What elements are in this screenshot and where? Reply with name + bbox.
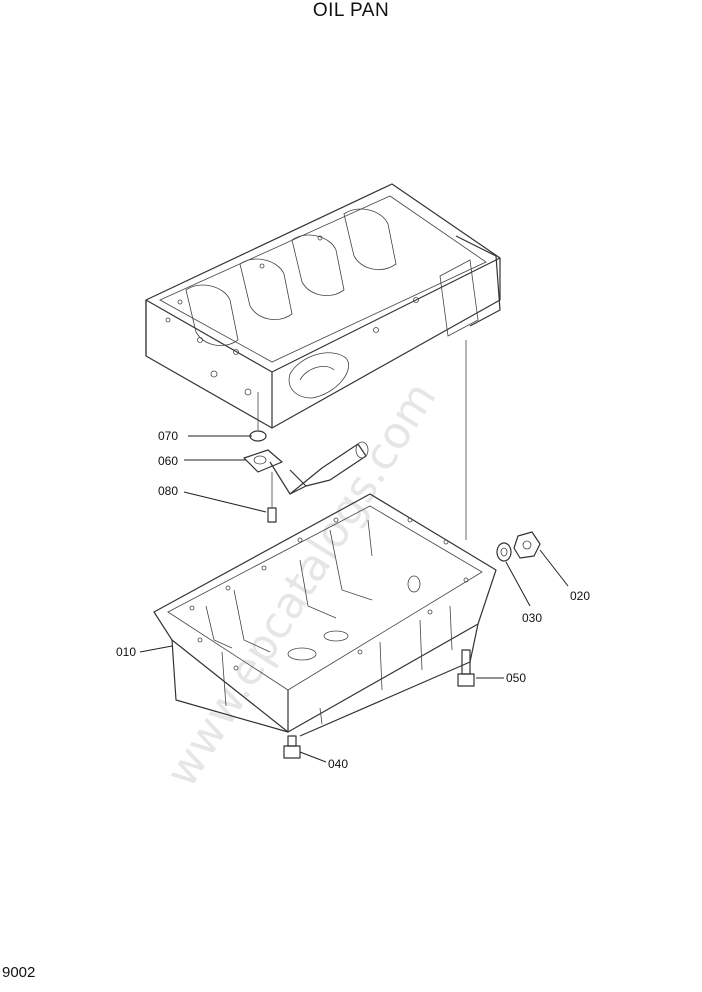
gasket-washer-drawing	[496, 542, 512, 562]
drain-plug-drawing	[513, 531, 541, 559]
callout-010: 010	[116, 645, 136, 659]
engine-block-drawing	[145, 183, 501, 429]
strainer-bolt-drawing	[267, 472, 277, 523]
callout-060: 060	[158, 454, 178, 468]
callout-020: 020	[570, 589, 590, 603]
leader-020	[539, 549, 569, 587]
plug-bolt-drawing	[283, 735, 301, 759]
leader-030	[505, 561, 531, 607]
page-number: 9002	[2, 964, 36, 981]
watermark: www.epcatalogs.com	[156, 373, 446, 795]
leader-010	[139, 645, 173, 653]
pan-bolt-drawing	[457, 649, 475, 687]
callout-070: 070	[158, 429, 178, 443]
page-title: OIL PAN	[312, 0, 390, 21]
leader-080	[183, 491, 267, 513]
callout-080: 080	[158, 484, 178, 498]
callout-030: 030	[522, 611, 542, 625]
leader-040	[299, 751, 327, 763]
callout-040: 040	[328, 757, 348, 771]
oil-strainer-drawing	[243, 441, 369, 495]
callout-050: 050	[506, 671, 526, 685]
o-ring-drawing	[249, 430, 267, 442]
